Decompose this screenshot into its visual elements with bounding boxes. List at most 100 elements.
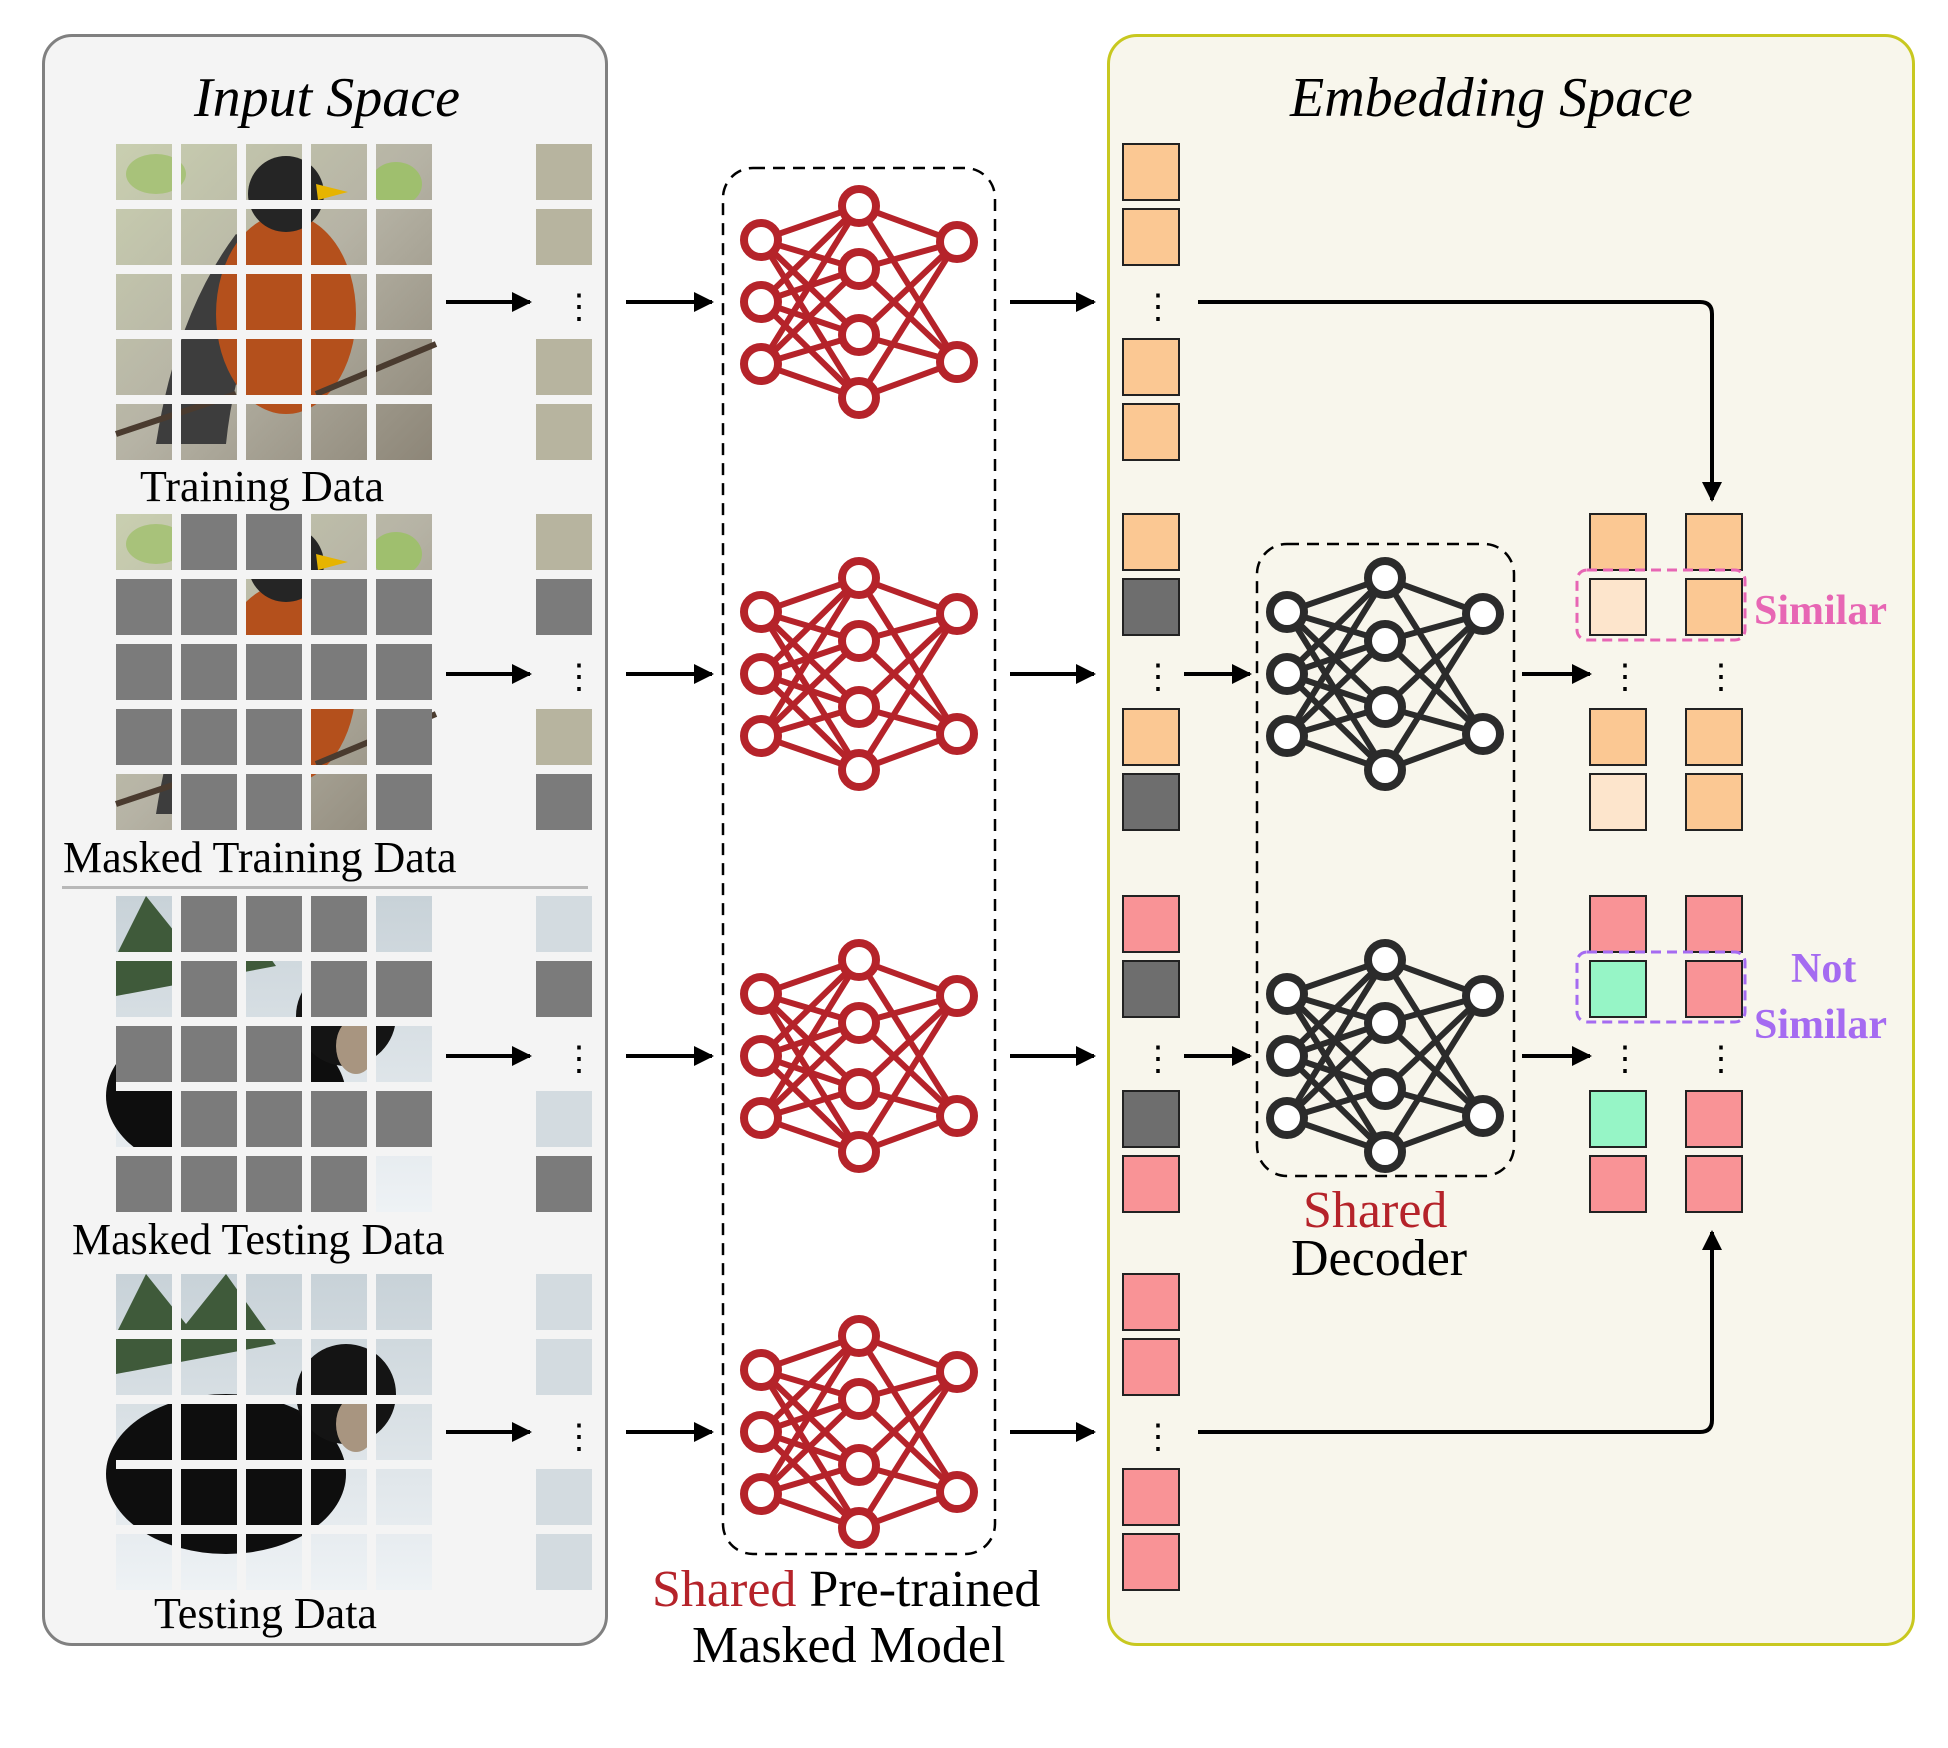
patch-gap (172, 514, 181, 830)
patch-gap (116, 1395, 432, 1404)
network-node (838, 1444, 880, 1486)
testing-image (106, 1274, 432, 1590)
network-edge (758, 203, 862, 305)
network-edge (758, 204, 862, 366)
network-node (838, 1068, 880, 1110)
network-node (838, 939, 880, 981)
masked-patch (181, 896, 237, 952)
patch-gap (116, 700, 432, 709)
network-edge (758, 576, 862, 738)
patch-gap (172, 144, 181, 460)
network-node (838, 1378, 880, 1420)
patch-gap (302, 1274, 311, 1590)
sequence-patch (536, 1339, 592, 1395)
network-node (838, 1002, 880, 1044)
token-ellipsis: ⋮ (1141, 287, 1175, 327)
network-edge (758, 957, 862, 1059)
not-similar-label-line2: Similar (1754, 1002, 1887, 1048)
decoded-token (1685, 1155, 1743, 1213)
sequence-patch (536, 404, 592, 460)
trees (116, 1274, 276, 1374)
masked-patch (181, 579, 237, 635)
training-data-label: Training Data (140, 462, 385, 511)
network-node (1462, 1095, 1504, 1137)
patch-gap (116, 200, 432, 209)
masked-patch (376, 1091, 432, 1147)
network-edge (1382, 993, 1486, 1092)
masked-patch (376, 579, 432, 635)
masked-patch (311, 961, 367, 1017)
embedding-token (1122, 1155, 1180, 1213)
patch-gap (116, 1082, 432, 1091)
dog-body (106, 1394, 346, 1554)
testing-data-label: Testing Data (154, 1589, 377, 1638)
patch-gap (116, 570, 432, 579)
network-edge (856, 240, 960, 400)
masked-patch (311, 896, 367, 952)
masked-patch (181, 514, 237, 570)
embedding-token (1122, 1273, 1180, 1331)
network-node (936, 1351, 978, 1393)
network-node (838, 620, 880, 662)
masked-patch (181, 774, 237, 830)
embedding-token (1122, 208, 1180, 266)
network-edge (1284, 575, 1388, 677)
patch-gap (367, 1274, 376, 1590)
embedding-token (1122, 895, 1180, 953)
network-node (936, 975, 978, 1017)
network-node (740, 973, 782, 1015)
training-patch-grid (116, 144, 432, 460)
sequence-patch (536, 144, 592, 200)
decoder-dashed-box (1255, 542, 1516, 1178)
patch-gap (172, 896, 181, 1212)
network-node (740, 1473, 782, 1515)
embedding-token (1122, 1338, 1180, 1396)
masked-patch (376, 774, 432, 830)
network-node (838, 557, 880, 599)
embedding-token (1122, 708, 1180, 766)
network-node (838, 1131, 880, 1173)
bird-breast (216, 214, 356, 414)
patch-gap (367, 514, 376, 830)
network-node (936, 1095, 978, 1137)
network-node (740, 1349, 782, 1391)
patch-gap (116, 1525, 432, 1534)
sequence-patch (536, 1156, 592, 1212)
decoded-token (1589, 513, 1647, 571)
encoder-network-2 (740, 557, 978, 791)
network-node (936, 341, 978, 383)
masked-patch (311, 1156, 367, 1212)
decoder-word: Decoder (1291, 1230, 1468, 1287)
network-node (740, 219, 782, 261)
bird-head (248, 156, 324, 232)
network-edge (856, 239, 960, 338)
sequence-patch (536, 709, 592, 765)
network-node (838, 1315, 880, 1357)
network-node (1364, 749, 1406, 791)
similar-box (1575, 568, 1747, 642)
foliage (126, 524, 186, 564)
patch-gap (116, 395, 432, 404)
patch-gap (302, 896, 311, 1212)
network-node (838, 749, 880, 791)
decoded-token (1685, 960, 1743, 1018)
decoded-token (1685, 513, 1743, 571)
encoder-label-line2: Masked Model (692, 1617, 1006, 1674)
token-ellipsis: ⋮ (1141, 1039, 1175, 1079)
patch-gap (302, 514, 311, 830)
network-edge (758, 1396, 862, 1497)
embedding-token (1122, 1090, 1180, 1148)
network-node (838, 185, 880, 227)
network-node (740, 1097, 782, 1139)
network-node (1462, 975, 1504, 1017)
network-node (740, 1035, 782, 1077)
patch-gap (116, 1147, 432, 1156)
network-node (740, 715, 782, 757)
network-edge (758, 266, 862, 367)
network-edge (856, 1369, 960, 1468)
network-node (936, 713, 978, 755)
sequence-patch (536, 896, 592, 952)
patch-gap (237, 514, 246, 830)
embedding-token (1122, 960, 1180, 1018)
